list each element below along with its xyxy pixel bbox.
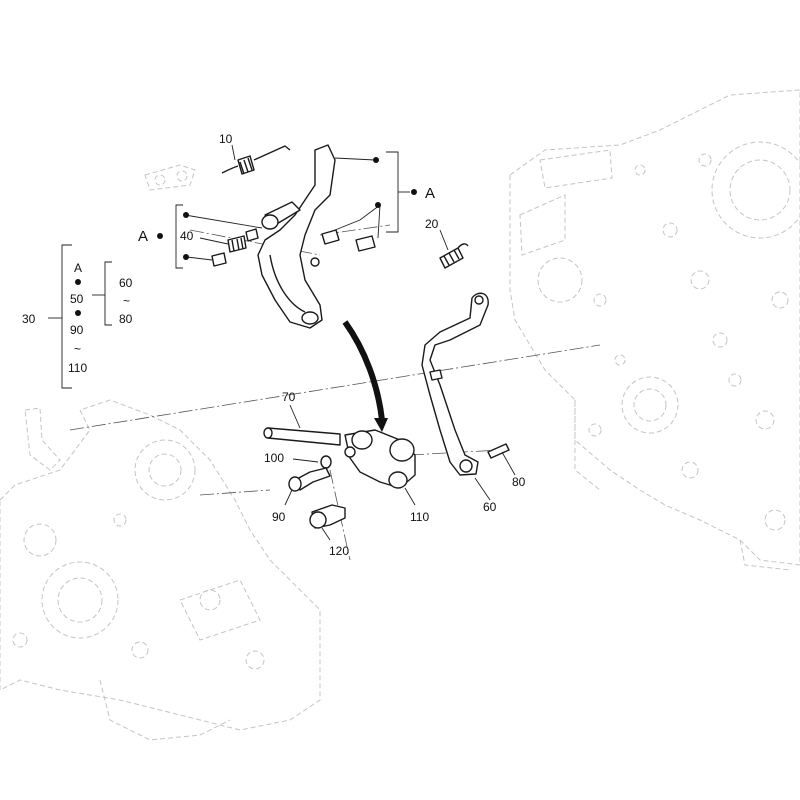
kit-list-third: 90 (70, 323, 84, 337)
callout-10: 10 (219, 132, 233, 146)
part-10-spring (221, 145, 291, 175)
callout-80: 80 (512, 475, 526, 489)
kit-sublist-second: 80 (119, 312, 133, 326)
group-label-a-top: A (425, 185, 435, 202)
engine-block-ghost (509, 89, 800, 571)
leader-lines (184, 144, 516, 541)
callout-20: 20 (425, 217, 439, 231)
linkage-ghost (144, 164, 196, 191)
callout-30: 30 (22, 312, 36, 326)
part-70-shaft (263, 427, 341, 446)
assembly-arrow (342, 320, 388, 432)
dot (157, 233, 163, 239)
housing-ghost (0, 399, 321, 741)
callout-labels: 10 20 30 40 60 70 80 90 100 110 120 A A … (22, 132, 526, 558)
kit-list-fourth: 110 (68, 361, 87, 375)
part-20-spring (439, 243, 469, 269)
dot (411, 189, 417, 195)
dot (75, 310, 81, 316)
kit-sublist-first: 60 (119, 276, 133, 290)
callout-70: 70 (282, 390, 296, 404)
callout-90: 90 (272, 510, 286, 524)
part-100-washer (320, 455, 332, 469)
group-label-a-left: A (138, 228, 148, 245)
callout-110: 110 (410, 510, 429, 524)
kit-sublist-tilde: ~ (123, 294, 130, 308)
part-90-bolt (288, 467, 331, 492)
dot (75, 279, 81, 285)
callout-100: 100 (264, 451, 284, 465)
part-110-block (344, 429, 416, 489)
dot (373, 157, 379, 163)
dot (183, 254, 189, 260)
lever-bracket (257, 144, 336, 329)
part-40-springs (211, 228, 259, 267)
part-120-plug (309, 504, 346, 529)
kit-list-second: 50 (70, 292, 84, 306)
plugs-right (321, 229, 376, 252)
callout-120: 120 (329, 544, 349, 558)
part-80-pin (487, 443, 510, 459)
group-brackets (48, 151, 410, 389)
bullet-dots (75, 157, 417, 316)
dot (375, 202, 381, 208)
dot (183, 212, 189, 218)
callout-60: 60 (483, 500, 497, 514)
callout-40: 40 (180, 229, 194, 243)
kit-list-tilde-left: ~ (74, 342, 81, 356)
part-60-lever (421, 292, 489, 476)
kit-list-first: A (74, 261, 82, 275)
